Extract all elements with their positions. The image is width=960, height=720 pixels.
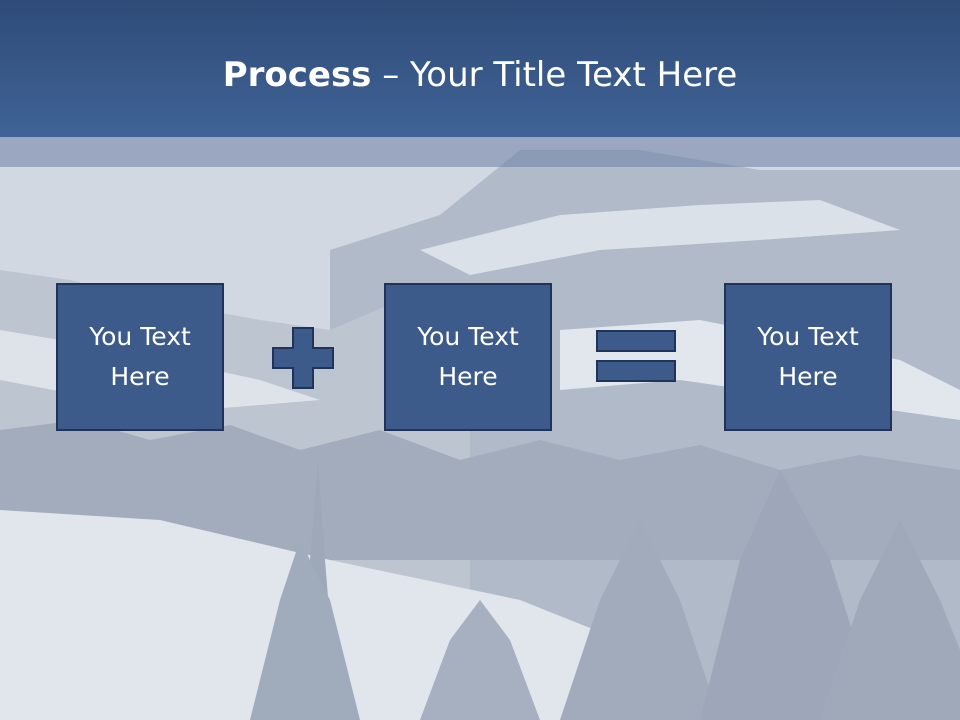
title-keyword: Process [222, 55, 372, 95]
process-box-1-text: You Text Here [89, 322, 191, 391]
process-box-3-text: You Text Here [757, 322, 859, 391]
title-text: – Your Title Text Here [371, 55, 738, 95]
process-box-1[interactable]: You Text Here [56, 283, 224, 431]
process-box-2-text: You Text Here [417, 322, 519, 391]
equals-icon [596, 330, 676, 382]
process-box-3[interactable]: You Text Here [724, 283, 892, 431]
title-band [0, 137, 960, 167]
process-box-2[interactable]: You Text Here [384, 283, 552, 431]
title-bar [0, 0, 960, 137]
plus-icon [272, 327, 334, 389]
slide-title[interactable]: Process – Your Title Text Here [0, 50, 960, 100]
